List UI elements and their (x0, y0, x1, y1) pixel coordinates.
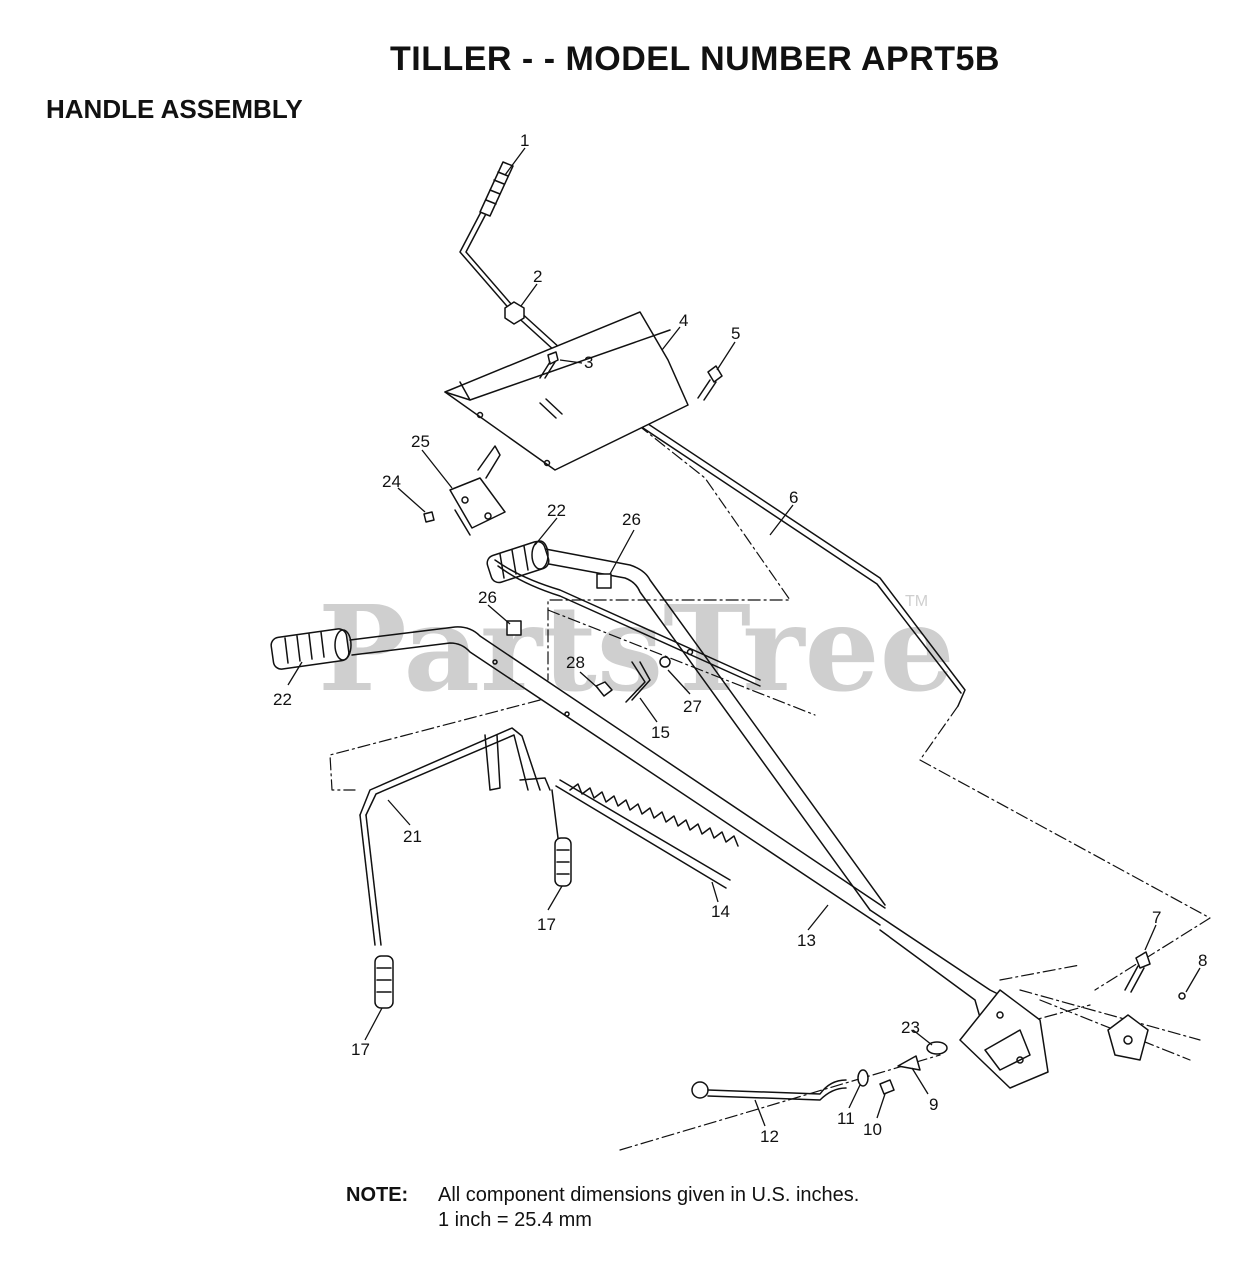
part-2-nut (504, 301, 525, 325)
part-13-handle-frame (349, 547, 1011, 1071)
callout-9: 9 (929, 1095, 938, 1114)
note-label: NOTE: (346, 1184, 409, 1206)
part-7-bolt (1124, 951, 1151, 993)
callout-15: 15 (651, 723, 670, 742)
callout-21: 21 (403, 827, 422, 846)
callout-6: 6 (789, 488, 798, 507)
callout-7: 7 (1152, 908, 1161, 927)
section-title: HANDLE ASSEMBLY (46, 94, 303, 124)
callout-28: 28 (566, 653, 585, 672)
part-17-grip-lower (374, 955, 394, 1009)
callout-14: 14 (711, 902, 730, 921)
part-1-grip (479, 161, 514, 217)
callout-25: 25 (411, 432, 430, 451)
part-24-nut (423, 511, 435, 523)
callout-10: 10 (863, 1120, 882, 1139)
part-21-control-bail (359, 727, 551, 946)
callout-12: 12 (760, 1127, 779, 1146)
part-4-console-plate (444, 311, 689, 471)
handle-mount-bracket (959, 989, 1049, 1089)
note-line-1: All component dimensions given in U.S. i… (438, 1184, 860, 1206)
watermark-text: PartsTree (318, 579, 955, 718)
dimension-note: NOTE: All component dimensions given in U… (346, 1183, 859, 1233)
callout-1: 1 (520, 131, 529, 150)
note-line-2: 1 inch = 25.4 mm (438, 1209, 592, 1231)
callout-2: 2 (533, 267, 542, 286)
part-9-cam (897, 1055, 921, 1071)
control-cable (494, 559, 761, 681)
callout-26-left: 26 (478, 588, 497, 607)
page-title: TILLER - - MODEL NUMBER APRT5B (390, 40, 1000, 78)
part-10-nut (879, 1079, 895, 1095)
callout-22-upper: 22 (547, 501, 566, 520)
part-22-grip-right (486, 540, 550, 584)
callout-17-lower: 17 (351, 1040, 370, 1059)
callout-8: 8 (1198, 951, 1207, 970)
leader-lines (287, 147, 1201, 1127)
part-22-grip-left (270, 628, 352, 670)
callout-13: 13 (797, 931, 816, 950)
callout-numbers: 1 2 3 4 5 6 7 8 9 10 11 12 13 14 15 17 1… (273, 131, 1207, 1146)
part-15-bracket (631, 661, 651, 701)
callout-17-upper: 17 (537, 915, 556, 934)
part-28-nut (595, 681, 613, 697)
part-26-nut-left (506, 620, 522, 636)
part-12-shift-lever (691, 1079, 847, 1101)
part-26-nut-right (596, 573, 612, 589)
part-25-bracket (449, 445, 506, 536)
callout-24: 24 (382, 472, 401, 491)
callout-22-lower: 22 (273, 690, 292, 709)
part-6-rod (597, 391, 966, 707)
part-8-pin (1178, 992, 1186, 1000)
callout-4: 4 (679, 311, 688, 330)
part-14-spring (555, 779, 739, 889)
part-17-grip-upper (551, 789, 572, 887)
callout-27: 27 (683, 697, 702, 716)
assembly-reference-lines (329, 424, 1211, 1151)
callout-11: 11 (837, 1109, 855, 1128)
callout-26-right: 26 (622, 510, 641, 529)
part-27-washer (659, 656, 671, 668)
callout-23: 23 (901, 1018, 920, 1037)
callout-3: 3 (584, 353, 593, 372)
callout-5: 5 (731, 324, 740, 343)
part-5-bolt (697, 365, 723, 401)
chassis-mount (1107, 1014, 1149, 1061)
part-11-washer (857, 1069, 869, 1087)
part-3-screw (539, 351, 559, 379)
watermark-trademark: TM (905, 593, 928, 610)
